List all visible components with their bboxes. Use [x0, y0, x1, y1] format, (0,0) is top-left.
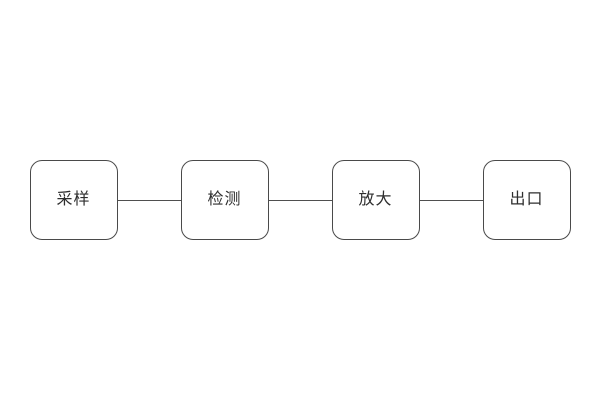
flow-node-outlet: 出口 — [482, 160, 571, 240]
flow-node-amplify-label: 放大 — [358, 191, 393, 208]
connector-line-1 — [117, 199, 181, 201]
flow-node-sampling-label: 采样 — [56, 191, 91, 208]
flow-node-amplify: 放大 — [331, 160, 420, 240]
flow-node-outlet-label: 出口 — [509, 191, 544, 208]
flow-row: 采样 检测 放大 出口 — [29, 160, 571, 240]
flow-node-detection: 检测 — [180, 160, 269, 240]
connector-line-3 — [419, 199, 483, 201]
flow-node-detection-label: 检测 — [207, 191, 242, 208]
connector-line-2 — [268, 199, 332, 201]
flow-node-sampling: 采样 — [29, 160, 118, 240]
